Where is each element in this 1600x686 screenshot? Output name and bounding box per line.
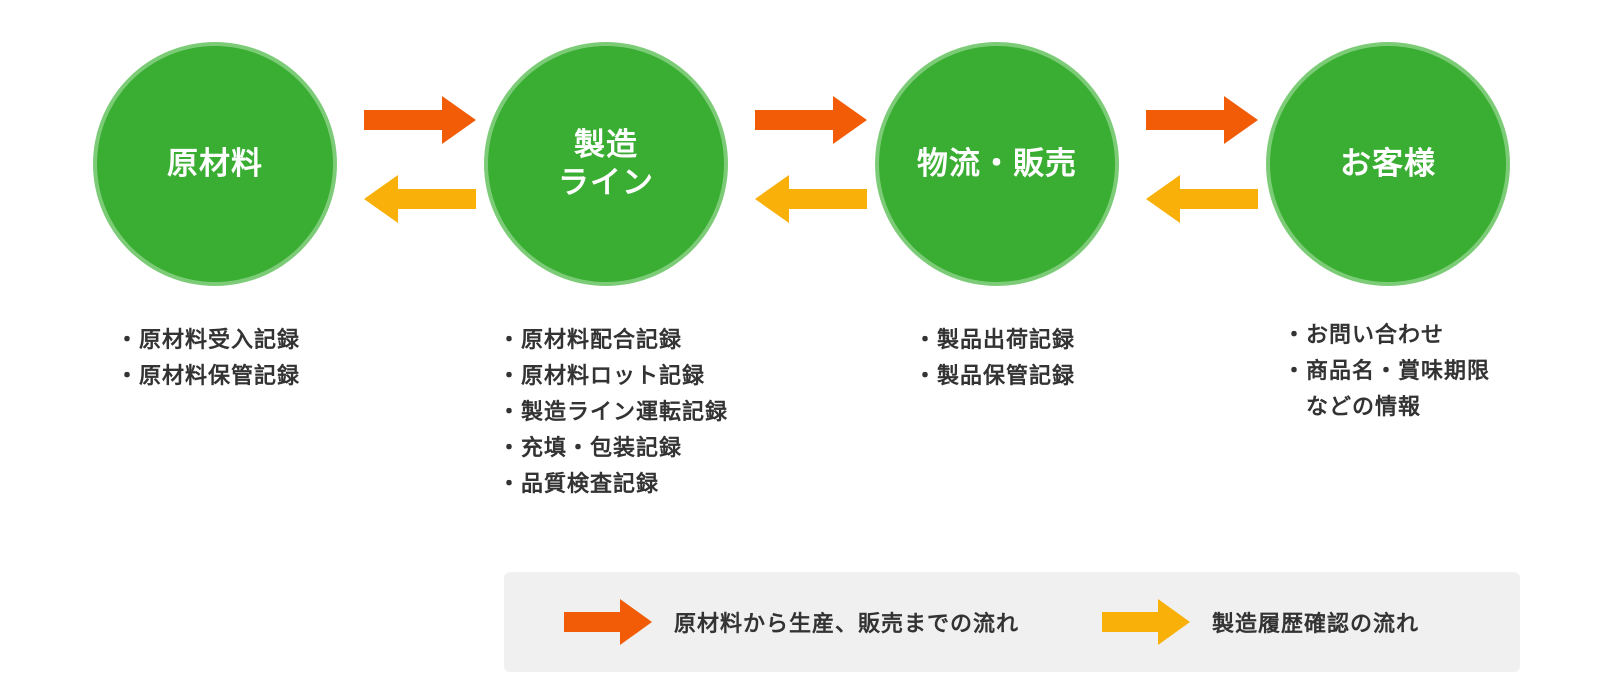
node-raw-materials: 原材料 (97, 46, 333, 282)
backward-arrow-icon (755, 175, 867, 223)
backward-indicator-arrow-icon (1102, 599, 1190, 645)
node-production-line: 製造 ライン (488, 46, 724, 282)
records-raw-materials: ・原材料受入記録 ・原材料保管記録 (116, 323, 300, 395)
records-customer: ・お問い合わせ ・商品名・賞味期限 などの情報 (1283, 318, 1490, 426)
backward-arrow-icon (1146, 175, 1258, 223)
list-item: ・お問い合わせ (1283, 323, 1445, 348)
node-label: 製造 ライン (558, 127, 654, 201)
legend-label: 原材料から生産、販売までの流れ (674, 612, 1020, 637)
legend-item-forward: 原材料から生産、販売までの流れ (564, 572, 1019, 672)
list-item: ・充填・包装記録 (498, 436, 683, 461)
node-logistics-sales: 物流・販売 (879, 46, 1115, 282)
legend: 原材料から生産、販売までの流れ 製造履歴確認の流れ (504, 572, 1520, 672)
list-item: ・商品名・賞味期限 などの情報 (1283, 359, 1491, 420)
list-item: ・原材料保管記録 (116, 364, 301, 389)
list-item: ・原材料受入記録 (116, 328, 301, 353)
node-label: お客様 (1340, 146, 1436, 182)
node-label: 原材料 (167, 146, 263, 182)
records-logistics-sales: ・製品出荷記録 ・製品保管記録 (914, 323, 1075, 395)
list-item: ・製品出荷記録 (914, 328, 1076, 353)
list-item: ・原材料配合記録 (498, 328, 683, 353)
node-customer: お客様 (1270, 46, 1506, 282)
forward-arrow-icon (1146, 96, 1258, 144)
node-label: 物流・販売 (917, 146, 1077, 182)
forward-arrow-icon (564, 599, 652, 645)
forward-arrow-icon (364, 96, 476, 144)
forward-arrow-icon (755, 96, 867, 144)
list-item: ・製造ライン運転記録 (498, 400, 729, 425)
legend-label: 製造履歴確認の流れ (1212, 612, 1420, 637)
list-item: ・原材料ロット記録 (498, 364, 706, 389)
legend-item-backward: 製造履歴確認の流れ (1102, 572, 1419, 672)
records-production-line: ・原材料配合記録 ・原材料ロット記録 ・製造ライン運転記録 ・充填・包装記録 ・… (498, 323, 728, 503)
list-item: ・品質検査記録 (498, 472, 660, 497)
backward-arrow-icon (364, 175, 476, 223)
list-item: ・製品保管記録 (914, 364, 1076, 389)
